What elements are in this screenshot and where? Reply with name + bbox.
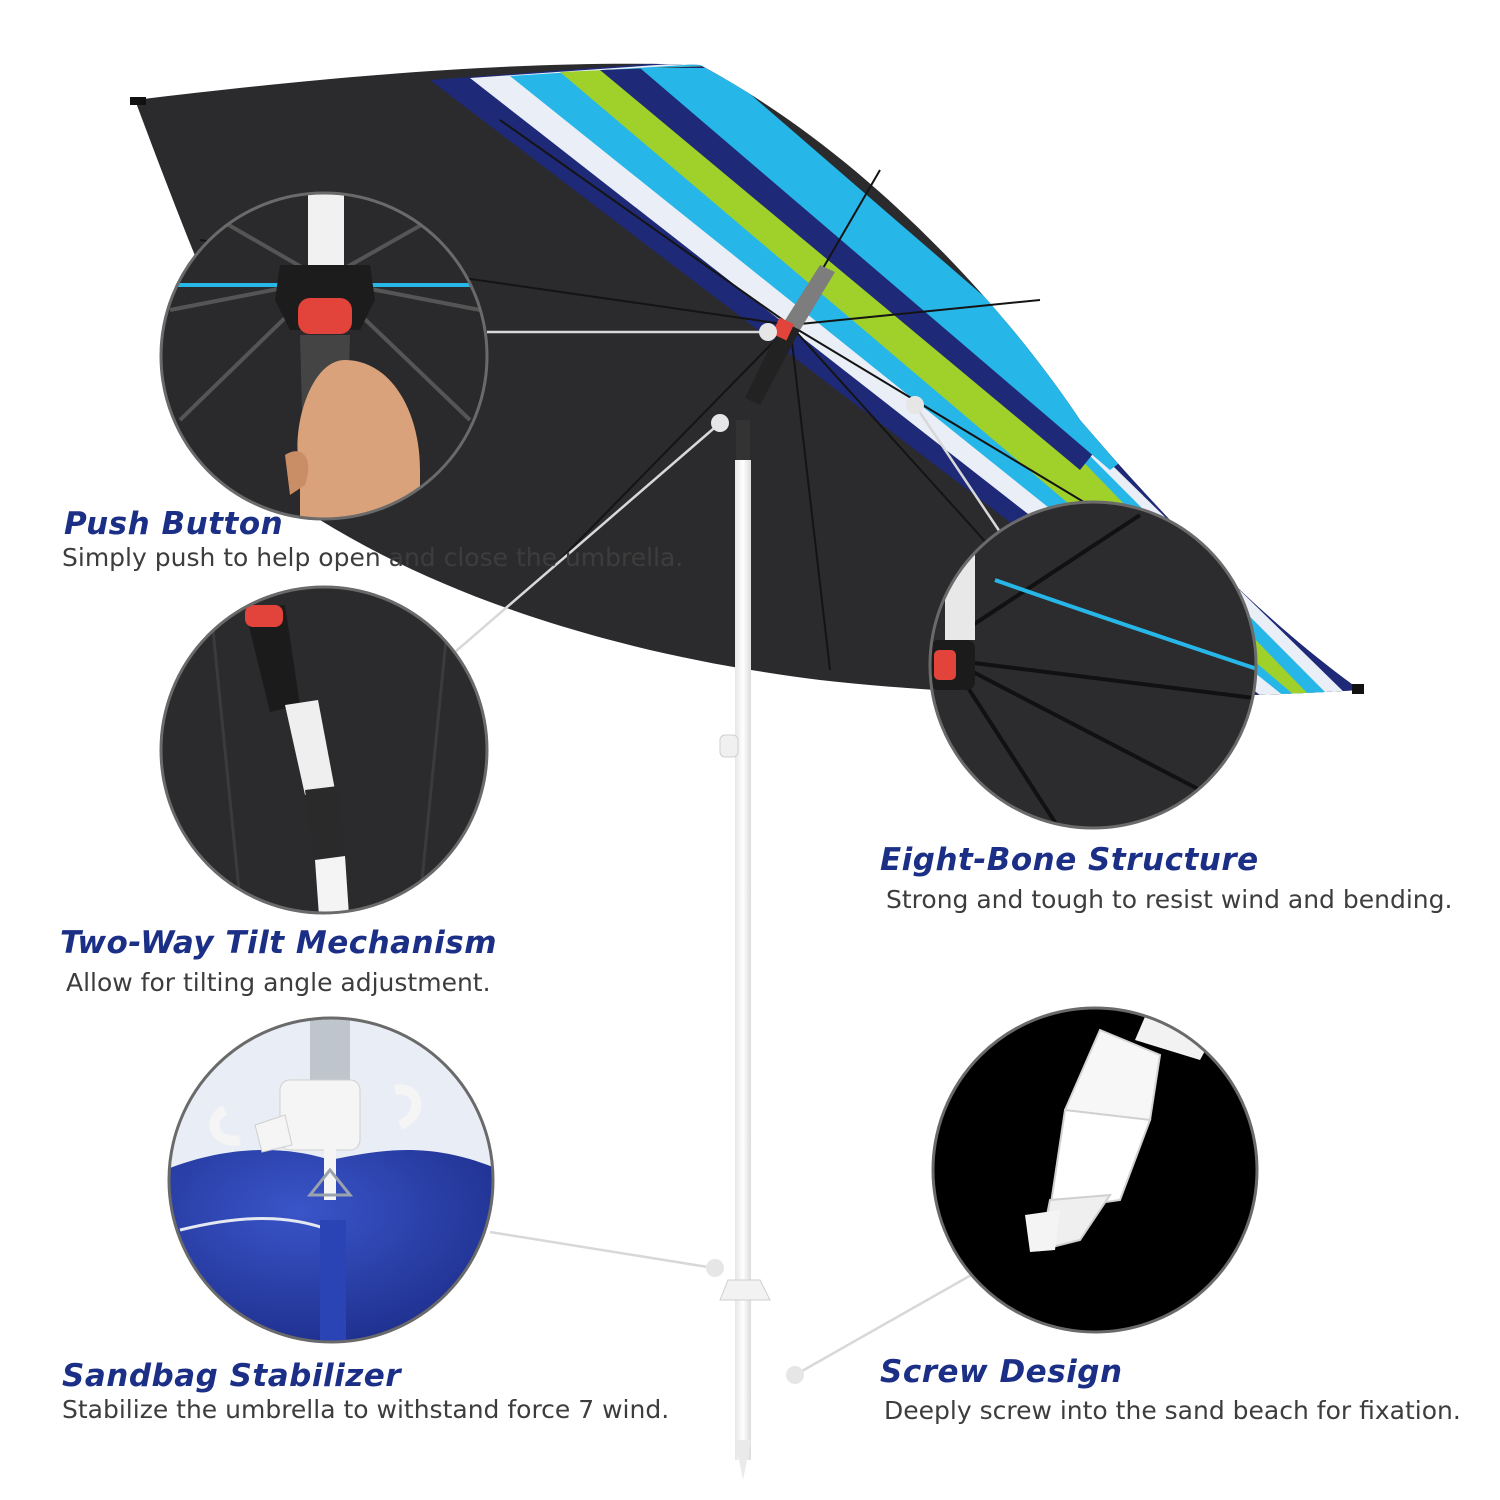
feature-desc-sandbag: Stabilize the umbrella to withstand forc… bbox=[62, 1395, 670, 1424]
rib-tips bbox=[130, 97, 1364, 694]
rib-structure-closeup-icon bbox=[928, 500, 1258, 830]
feature-desc-eight-bone: Strong and tough to resist wind and bend… bbox=[886, 885, 1453, 914]
feature-title-sandbag: Sandbag Stabilizer bbox=[62, 1358, 402, 1394]
sandbag-hook-closeup-icon bbox=[167, 1016, 495, 1344]
push-button-closeup-icon bbox=[159, 191, 489, 521]
connector-lines bbox=[454, 330, 1004, 1377]
feature-desc-push-button: Simply push to help open and close the u… bbox=[62, 543, 684, 572]
feature-title-eight-bone: Eight-Bone Structure bbox=[880, 842, 1259, 878]
screw-tip-closeup-icon bbox=[931, 1006, 1259, 1334]
feature-desc-screw: Deeply screw into the sand beach for fix… bbox=[884, 1396, 1461, 1425]
feature-title-tilt: Two-Way Tilt Mechanism bbox=[60, 925, 498, 961]
feature-title-push-button: Push Button bbox=[64, 506, 284, 542]
feature-title-screw: Screw Design bbox=[880, 1354, 1123, 1390]
tilt-mechanism-closeup-icon bbox=[159, 585, 489, 915]
connector-dots bbox=[706, 323, 924, 1384]
umbrella-pole bbox=[719, 265, 835, 1480]
feature-desc-tilt: Allow for tilting angle adjustment. bbox=[66, 968, 491, 997]
